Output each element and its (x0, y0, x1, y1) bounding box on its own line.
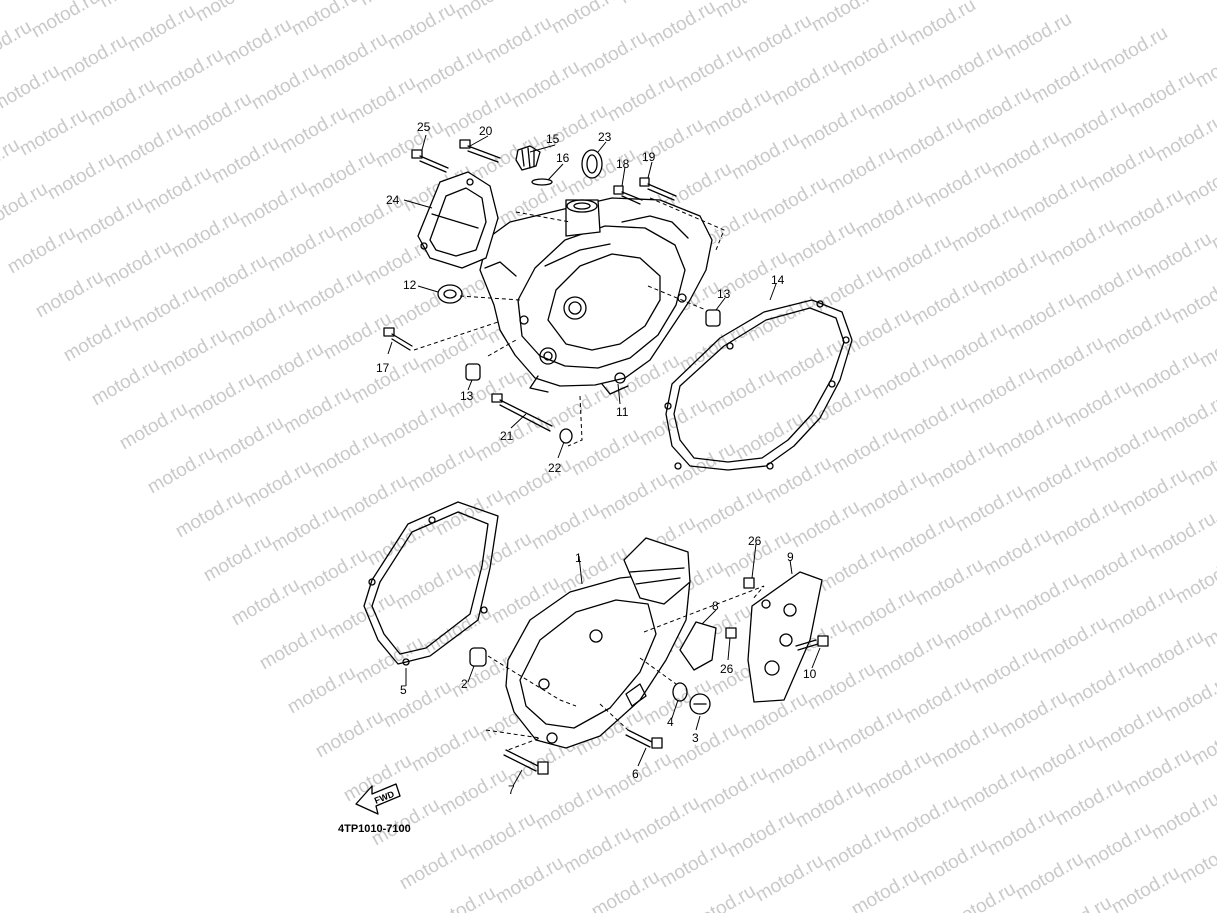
leader-lines (387, 134, 821, 787)
callout-15: 15 (546, 132, 560, 146)
callout-21: 21 (500, 429, 514, 443)
callout-10: 10 (803, 667, 817, 681)
diagram-code: 4TP1010-7100 (338, 823, 411, 835)
plug-part (515, 145, 553, 186)
bolt-25-part (411, 149, 449, 173)
bolt-17-part (383, 327, 413, 351)
o-ring-part (581, 149, 603, 179)
clip-26-part (725, 577, 755, 639)
callout-25: 25 (417, 120, 431, 134)
callout-1: 1 (575, 551, 582, 565)
bolt-20-part (459, 139, 501, 163)
dowel-13-part (465, 309, 721, 381)
gasket-14-part (664, 299, 853, 471)
bolt-18-part (613, 185, 643, 205)
bolt-7-part (503, 749, 549, 775)
callout-12: 12 (403, 278, 417, 292)
callout-3: 3 (692, 731, 699, 745)
callout-4: 4 (667, 715, 674, 729)
callout-18: 18 (616, 157, 630, 171)
fwd-label: FWD (373, 789, 396, 806)
dowel-2-part (469, 647, 487, 667)
fwd-arrow-icon (355, 783, 401, 815)
o-ring-4-part (672, 682, 688, 702)
callout-17: 17 (376, 361, 390, 375)
grommet-8-part (679, 621, 717, 671)
plug-3-part (689, 693, 711, 715)
callout-13-lower: 13 (460, 389, 474, 403)
callout-22: 22 (548, 461, 562, 475)
callout-26-upper: 26 (748, 534, 762, 548)
callout-11: 11 (616, 405, 629, 419)
cover-plate-part (417, 171, 499, 269)
callout-5: 5 (400, 683, 407, 697)
bolt-10-part (795, 635, 829, 651)
bracket-9-part (747, 571, 823, 703)
callout-7: 7 (508, 783, 515, 797)
bolt-21-part (491, 393, 553, 432)
callout-2: 2 (461, 677, 468, 691)
callout-6: 6 (632, 767, 639, 781)
crankcase-cover-part (479, 197, 713, 395)
gasket-5-part (363, 501, 499, 666)
callout-9: 9 (787, 550, 794, 564)
callout-14: 14 (771, 273, 785, 287)
washer-22-part (559, 428, 573, 444)
callout-23: 23 (598, 130, 612, 144)
callout-labels: 1 2 3 4 5 6 7 8 9 10 11 12 13 13 14 15 1… (376, 120, 817, 797)
callout-19: 19 (642, 150, 656, 164)
oil-seal-part (437, 284, 463, 304)
magneto-cover-part (505, 537, 691, 749)
callout-24: 24 (386, 193, 400, 207)
callout-13-upper: 13 (717, 287, 731, 301)
callout-20: 20 (479, 124, 493, 138)
bolt-6-part (625, 729, 663, 749)
bolt-19-part (639, 177, 677, 201)
callout-26-lower: 26 (720, 662, 734, 676)
callout-8: 8 (712, 599, 719, 613)
callout-16: 16 (556, 151, 570, 165)
